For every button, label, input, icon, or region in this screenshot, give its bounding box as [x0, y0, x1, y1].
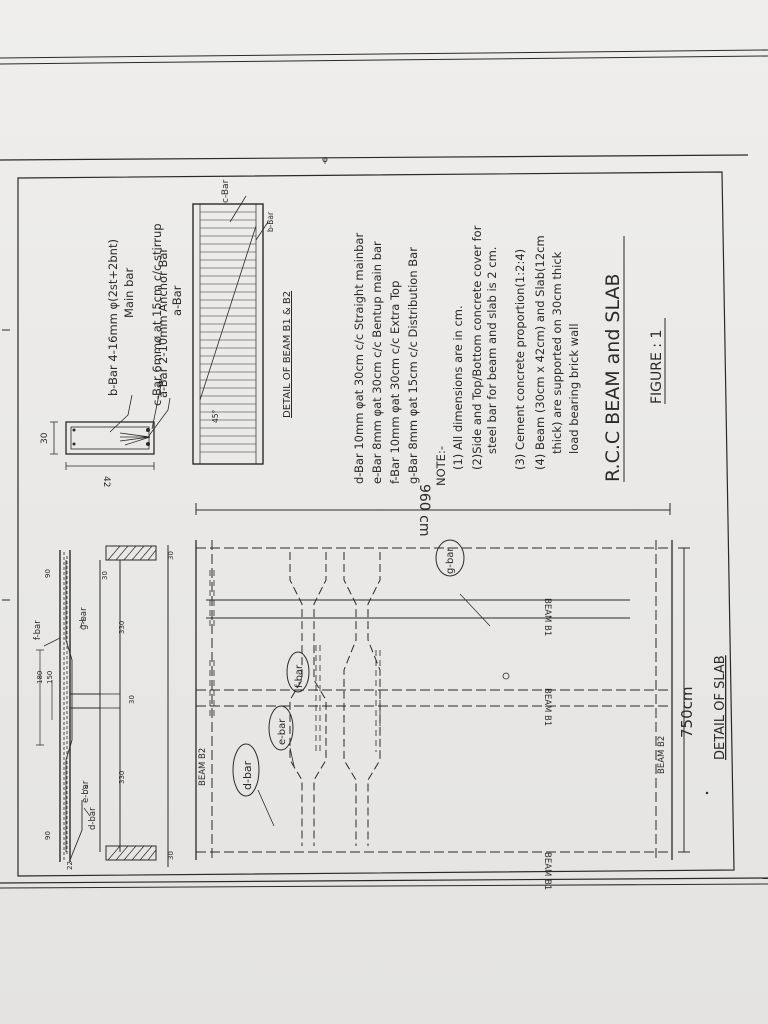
dim-span-top: 330 — [118, 621, 126, 634]
slab-title: DETAIL OF SLAB — [713, 655, 728, 760]
slab-bar-legend: d-Bar 10mm φat 30cm c/c Straight mainbar… — [352, 233, 420, 484]
wall-support-top — [105, 545, 157, 561]
bar-legend: a-Bar 2-10mm Anchor Bar b-Bar 4-16mm φ(2… — [106, 223, 184, 406]
svg-text:φ: φ — [322, 155, 328, 165]
legend-b-bar: b-Bar 4-16mm φ(2st+2bnt) — [106, 239, 120, 396]
legend-a-bar: a-Bar 2-10mm Anchor Bar — [156, 248, 170, 398]
dim-22: 22 — [66, 861, 74, 870]
beam-depth-dim: 42 — [101, 476, 111, 487]
note-3: (3) Cement concrete proportion(1:2:4) — [513, 249, 527, 470]
note-1: (1) All dimensions are in cm. — [451, 305, 465, 470]
dim-150: 150 — [46, 671, 54, 684]
sec-tag-f-bar: f-bar — [33, 620, 43, 640]
dim-30-b: 30 — [167, 551, 175, 560]
note-4b: thick) are supported on 30cm thick — [550, 251, 564, 454]
dim-30-c: 30 — [128, 695, 136, 704]
beam-longitudinal-detail: c-Bar b-Bar 45° DETAIL OF BEAM B1 & B2 — [192, 179, 293, 465]
label-beam-b2-right: BEAM B2 — [657, 736, 667, 774]
label-beam-b1-bottom: BEAM B1 — [542, 852, 552, 890]
note-2a: (2)Side and Top/Bottom concrete cover fo… — [470, 225, 484, 470]
dim-30-a: 30 — [101, 571, 109, 580]
tag-g-bar: g-bar — [445, 547, 456, 574]
label-beam-b2-left: BEAM B2 — [198, 748, 208, 786]
legend-g-bar: g-Bar 8mm φat 15cm c/c Distribution Bar — [406, 247, 420, 484]
title-block: R.C.C BEAM and SLAB FIGURE : 1 — [602, 236, 666, 482]
beam-width-dim: 30 — [40, 432, 50, 444]
legend-b-main: Main bar — [122, 268, 136, 318]
note-4a: (4) Beam (30cm x 42cm) and Slab(12cm — [533, 235, 547, 470]
dim-width-750: 750cm — [678, 687, 696, 739]
legend-c-abar: a-Bar — [170, 285, 184, 316]
dim-length-960: 960 cm — [416, 484, 432, 537]
slab-section: 180 150 90 90 22 330 330 30 30 30 30 f-b… — [33, 545, 175, 870]
sec-tag-d-bar: d-bar — [88, 807, 98, 830]
legend-c-bar: c-Bar 6mmø at 15cm c/c stirrup — [150, 223, 164, 406]
sec-tag-g-bar: g-bar — [79, 607, 89, 630]
tag-bd-angle: 45° — [211, 409, 220, 423]
note-4c: load bearing brick wall — [567, 323, 581, 454]
dim-180: 180 — [36, 671, 44, 684]
beam-detail-title: DETAIL OF BEAM B1 & B2 — [282, 291, 293, 418]
figure-label: FIGURE : 1 — [649, 330, 665, 404]
dim-span-bottom: 330 — [118, 771, 126, 784]
tag-d-bar: d-bar — [241, 760, 254, 790]
dim-30-d: 30 — [167, 851, 175, 860]
note-heading: NOTE:- — [434, 446, 448, 486]
legend-d-bar: d-Bar 10mm φat 30cm c/c Straight mainbar — [352, 233, 366, 484]
dim-90-bottom: 90 — [44, 831, 52, 840]
slab-plan: 960 cm d-bar e-bar f-bar g-bar BEAM — [195, 484, 728, 890]
wall-support-bottom — [105, 845, 157, 861]
legend-f-bar: f-Bar 10mm φat 30cm c/c Extra Top — [388, 281, 402, 484]
beam-section: 30 42 — [40, 374, 171, 487]
sheet-border: φ — [0, 49, 768, 889]
label-beam-b1-mid: BEAM B1 — [542, 688, 552, 726]
tag-f-bar: f-bar — [294, 664, 305, 688]
stirrup-lines — [200, 211, 256, 453]
sec-tag-e-bar: e-bar — [81, 780, 91, 803]
note-2b: steel bar for beam and slab is 2 cm. — [485, 247, 499, 454]
label-beam-b1-top: BEAM B1 — [542, 598, 552, 636]
notes: NOTE:- (1) All dimensions are in cm. (2)… — [434, 225, 581, 486]
legend-e-bar: e-Bar 8mm φat 30cm c/c Bentup main bar — [370, 241, 384, 484]
drawing-title: R.C.C BEAM and SLAB — [602, 273, 624, 482]
tag-e-bar: e-bar — [277, 718, 288, 745]
tag-bd-b-bar: b-Bar — [266, 211, 275, 232]
tag-bd-c-bar: c-Bar — [221, 179, 231, 203]
dim-90-top: 90 — [44, 569, 52, 578]
